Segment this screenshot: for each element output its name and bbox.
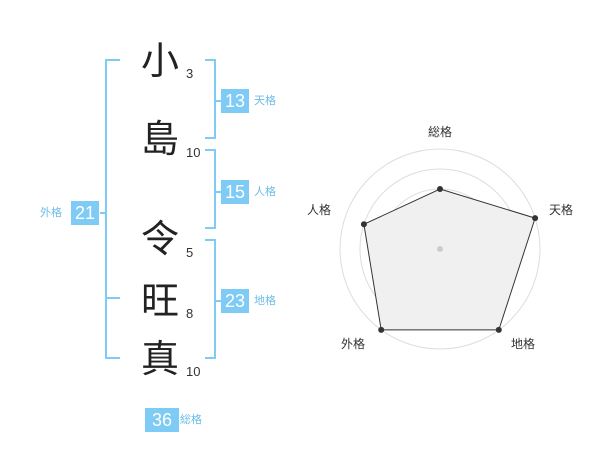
- radar-axis-jinkaku: 人格: [307, 203, 332, 217]
- radar-polygon: [363, 188, 536, 331]
- radar-point-3: [495, 326, 502, 333]
- radar-point-2: [532, 215, 539, 222]
- soukaku-label: 総格: [180, 413, 202, 426]
- soukaku-value: 36: [145, 408, 179, 432]
- radar-point-5: [360, 221, 367, 228]
- radar-point-4: [378, 326, 385, 333]
- stroke-count-3: 5: [186, 245, 194, 260]
- name-char-5: 真: [140, 337, 179, 381]
- name-char-2: 島: [140, 117, 179, 161]
- jinkaku-value: 15: [221, 180, 249, 204]
- radar-axis-tenkaku: 天格: [549, 203, 574, 217]
- radar-axis-soukaku: 総格: [428, 125, 453, 139]
- jinkaku-label: 人格: [254, 185, 276, 198]
- chikaku-value: 23: [221, 289, 249, 313]
- stroke-count-4: 8: [186, 306, 194, 321]
- gaikaku-label: 外格: [40, 206, 62, 219]
- radar-axis-chikaku: 地格: [511, 337, 536, 351]
- tenkaku-value: 13: [221, 89, 249, 113]
- radar-points: [360, 186, 539, 333]
- radar-axis-gaikaku: 外格: [341, 337, 366, 351]
- gaikaku-value: 21: [71, 201, 99, 225]
- stroke-count-1: 3: [186, 66, 194, 81]
- name-char-4: 旺: [140, 279, 179, 323]
- radar-ring-5: [339, 148, 541, 350]
- gaikaku-bracket: [105, 59, 120, 359]
- radar-point-1: [437, 186, 443, 192]
- fortune-radar-chart: [339, 148, 541, 350]
- name-char-3: 令: [140, 217, 179, 261]
- stroke-count-5: 10: [186, 364, 201, 379]
- tenkaku-label: 天格: [254, 94, 276, 107]
- radar-center: [437, 246, 443, 252]
- tenkaku-bracket: [205, 59, 216, 139]
- stroke-count-2: 10: [186, 145, 201, 160]
- chikaku-label: 地格: [254, 294, 276, 307]
- name-char-1: 小: [140, 39, 179, 83]
- chikaku-bracket: [205, 239, 216, 359]
- jinkaku-bracket: [205, 149, 216, 229]
